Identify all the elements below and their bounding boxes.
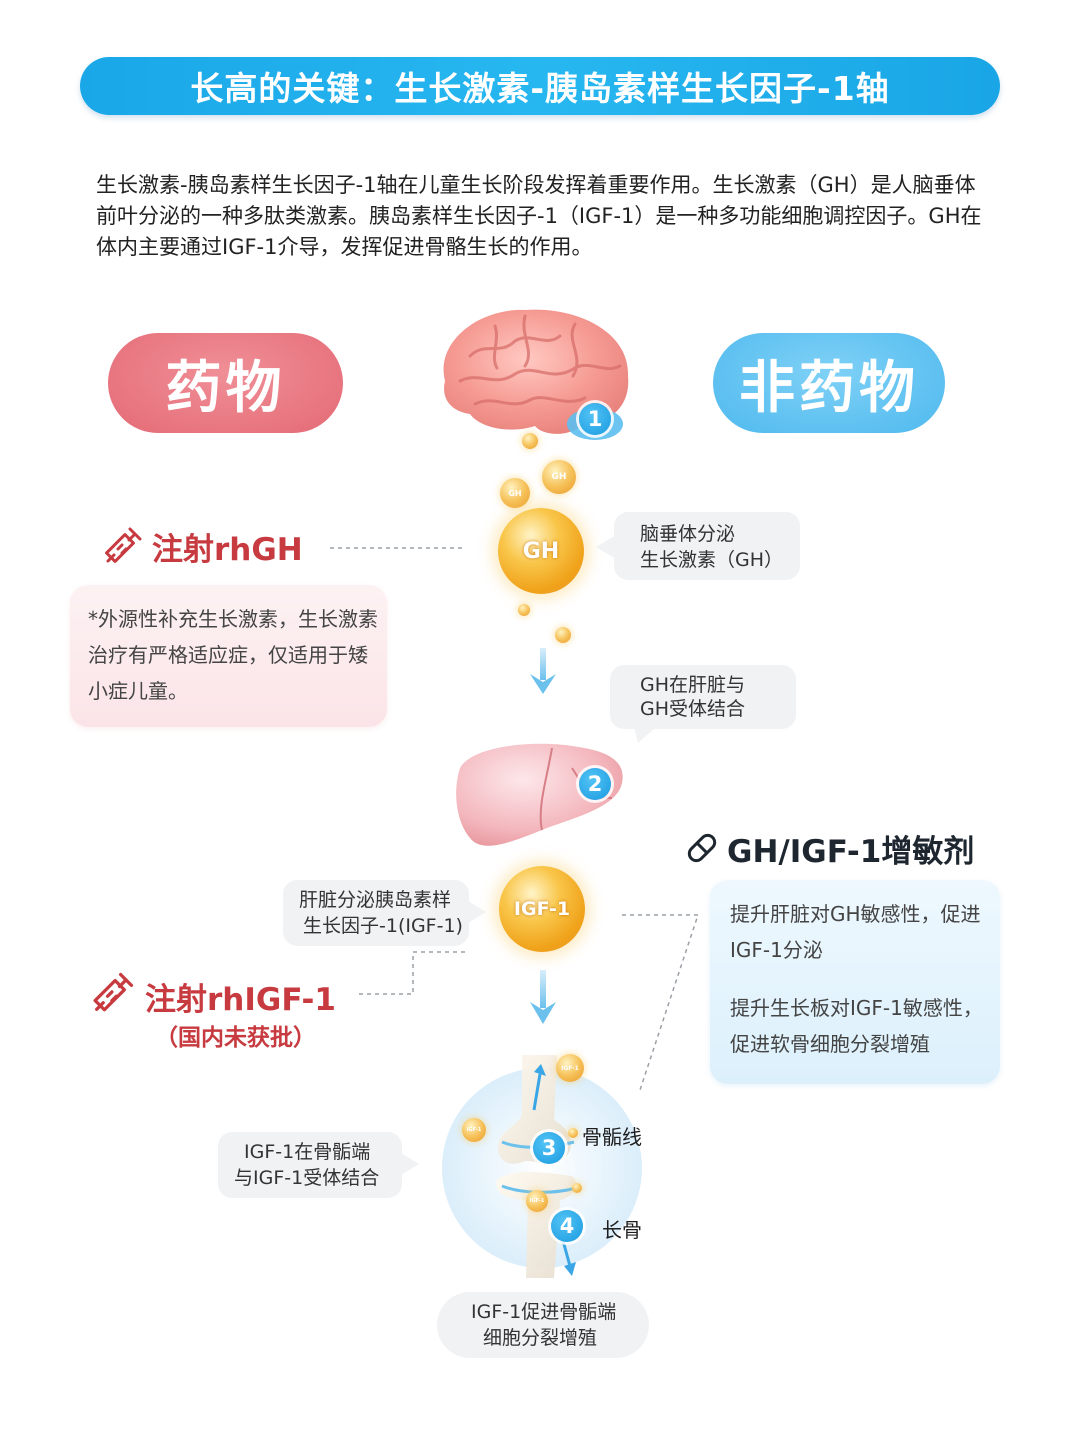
- label-epiphyseal-line: 骨骺线: [582, 1125, 642, 1149]
- gh-particle: GH: [500, 478, 530, 508]
- page-title: 长高的关键：生长激素-胰岛素样生长因子-1轴: [190, 69, 890, 108]
- step-badge-3: 3: [533, 1132, 565, 1164]
- step-badge-1: 1: [579, 403, 611, 435]
- gh-particle: GH: [542, 460, 576, 494]
- gh-particle: [555, 627, 571, 643]
- knee-bone-illustration: [442, 1055, 642, 1278]
- liver-illustration: [456, 743, 623, 846]
- bubble-pituitary-line1: 脑垂体分泌: [640, 523, 736, 545]
- rhgh-note-card: *外源性补充生长激素，生长激素治疗有严格适应症，仅适用于矮小症儿童。: [70, 585, 387, 727]
- igf1-hormone-sphere: IGF-1: [499, 866, 585, 952]
- bubble-proliferation: IGF-1促进骨骺端 细胞分裂增殖: [437, 1292, 649, 1358]
- rhgh-note-text: *外源性补充生长激素，生长激素治疗有严格适应症，仅适用于矮小症儿童。: [88, 607, 378, 703]
- down-arrow-icon: [530, 970, 556, 1024]
- step-badge-4: 4: [551, 1210, 583, 1242]
- step-badge-2: 2: [579, 768, 611, 800]
- bubble-epiphysis-line2: 与IGF-1受体结合: [234, 1167, 380, 1189]
- bubble-epiphysis-binding: IGF-1在骨骺端 与IGF-1受体结合: [218, 1132, 402, 1198]
- bubble-liver-binding: GH在肝脏与 GH受体结合: [610, 665, 796, 729]
- bubble-liver-secretes: 肝脏分泌胰岛素样 生长因子-1(IGF-1): [283, 880, 469, 946]
- rhgh-title: 注射rhGH: [152, 532, 303, 568]
- rhigf-subtitle: （国内未获批）: [155, 1025, 316, 1051]
- bubble-liver-line2: GH受体结合: [640, 698, 746, 720]
- igf1-particle: [568, 1128, 578, 1138]
- bubble-pituitary: 脑垂体分泌 生长激素（GH）: [614, 512, 800, 580]
- bubble-tail: [596, 535, 616, 559]
- bubble-liver-line1: GH在肝脏与: [640, 674, 746, 696]
- sensitizer-note-card: 提升肝脏对GH敏感性，促进IGF-1分泌 提升生长板对IGF-1敏感性，促进软骨…: [710, 880, 1000, 1084]
- igf1-particle: IGF-1: [526, 1190, 548, 1212]
- bubble-secretes-line1: 肝脏分泌胰岛素样: [299, 889, 452, 911]
- bubble-tail: [634, 727, 656, 743]
- igf1-particle: IGF-1: [462, 1118, 486, 1142]
- connector-rhgh: [330, 547, 462, 549]
- rhigf-title: 注射rhIGF-1: [145, 982, 336, 1018]
- igf1-particle: IGF-1: [556, 1054, 584, 1082]
- gh-particle: [522, 433, 538, 449]
- title-banner: 长高的关键：生长激素-胰岛素样生长因子-1轴: [80, 57, 1000, 115]
- intro-paragraph: 生长激素-胰岛素样生长因子-1轴在儿童生长阶段发挥着重要作用。生长激素（GH）是…: [96, 173, 982, 259]
- sensitizer-point-2: 提升生长板对IGF-1敏感性，促进软骨细胞分裂增殖: [730, 996, 983, 1056]
- bubble-proliferation-line1: IGF-1促进骨骺端: [471, 1301, 617, 1323]
- bubble-pituitary-line2: 生长激素（GH）: [640, 549, 784, 571]
- brain-illustration: [443, 309, 629, 440]
- bubble-tail: [468, 901, 486, 923]
- syringe-icon: [105, 527, 142, 563]
- nondrug-category-pill: 非药物: [713, 333, 945, 433]
- sensitizer-title: GH/IGF-1增敏剂: [727, 834, 975, 870]
- bubble-proliferation-line2: 细胞分裂增殖: [483, 1327, 598, 1349]
- drug-category-label: 药物: [165, 355, 286, 421]
- bubble-tail: [401, 1153, 419, 1175]
- igf1-particle: [572, 1183, 582, 1193]
- bubble-secretes-line2: 生长因子-1(IGF-1): [303, 915, 463, 937]
- gh-hormone-sphere: GH: [498, 508, 584, 594]
- label-long-bone: 长骨: [602, 1218, 642, 1242]
- pill-capsule-icon: [687, 833, 717, 863]
- down-arrow-icon: [530, 648, 556, 694]
- connector-rhigf: [357, 951, 465, 995]
- connector-sensitizer: [622, 914, 700, 1091]
- drug-category-pill: 药物: [108, 333, 343, 433]
- bubble-epiphysis-line1: IGF-1在骨骺端: [244, 1141, 371, 1163]
- syringe-icon: [93, 972, 134, 1012]
- sensitizer-point-1: 提升肝脏对GH敏感性，促进IGF-1分泌: [730, 902, 981, 962]
- nondrug-category-label: 非药物: [739, 355, 919, 421]
- gh-particle: [518, 604, 530, 616]
